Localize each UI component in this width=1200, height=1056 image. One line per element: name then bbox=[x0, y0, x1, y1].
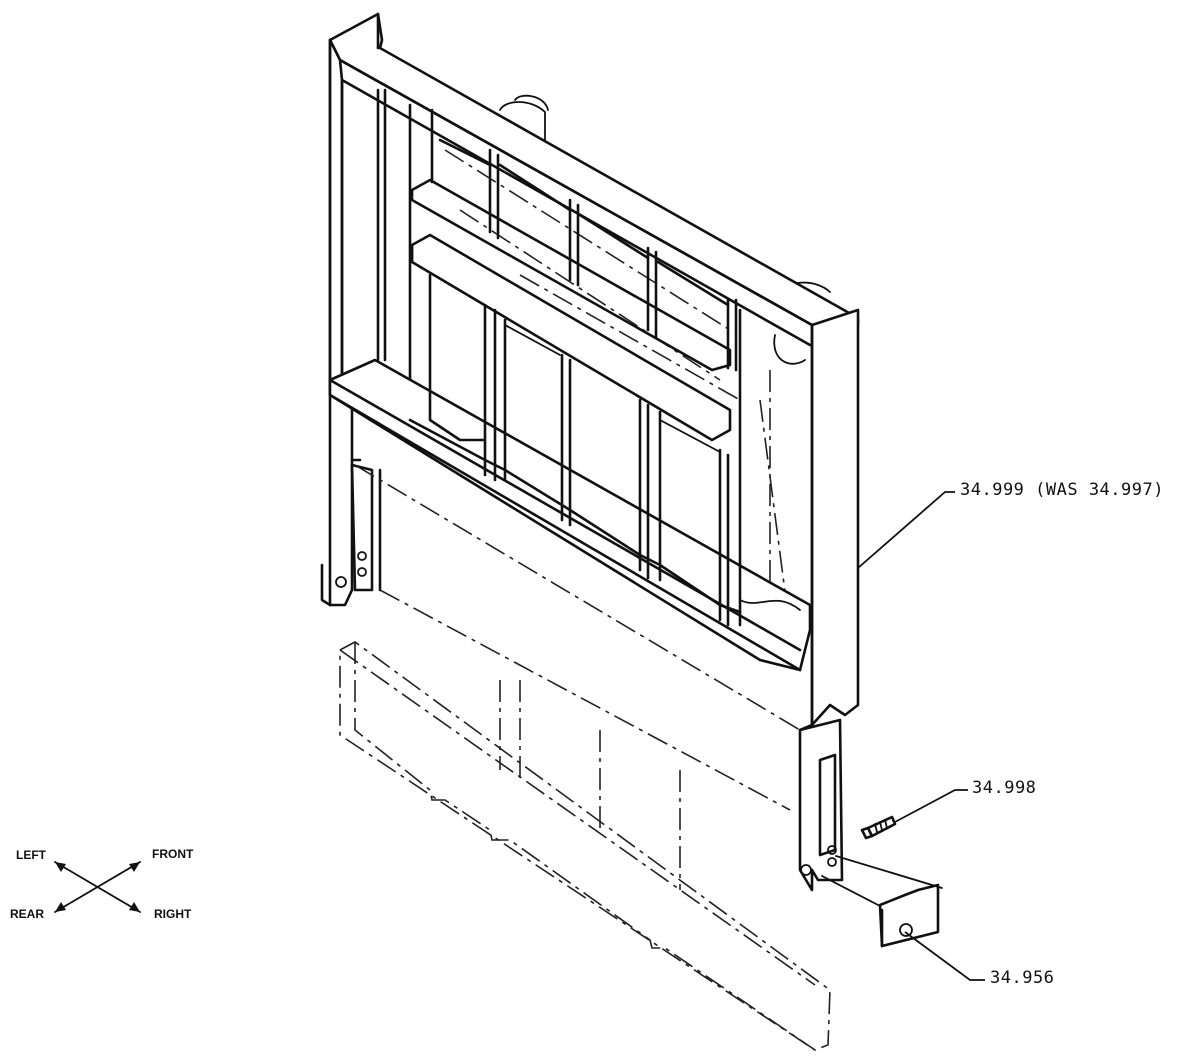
direction-rear-label: REAR bbox=[10, 907, 45, 921]
direction-compass bbox=[54, 861, 141, 913]
main-frame bbox=[320, 12, 860, 732]
direction-right-label: RIGHT bbox=[154, 907, 192, 921]
leader-bracket bbox=[904, 931, 985, 981]
left-leg bbox=[335, 463, 801, 811]
hidden-machinery bbox=[444, 94, 831, 631]
lower-panel-phantom bbox=[339, 641, 831, 1051]
callout-frame-label: 34.999 (WAS 34.997) bbox=[960, 480, 1164, 500]
leader-screw bbox=[894, 789, 968, 823]
callout-bracket-label: 34.956 bbox=[990, 968, 1055, 988]
bracket bbox=[821, 855, 943, 948]
direction-left-label: LEFT bbox=[16, 848, 46, 862]
leader-frame bbox=[857, 491, 955, 569]
right-leg bbox=[798, 718, 844, 892]
screw bbox=[860, 815, 897, 840]
direction-front-label: FRONT bbox=[152, 847, 194, 861]
callout-screw-label: 34.998 bbox=[972, 778, 1037, 798]
